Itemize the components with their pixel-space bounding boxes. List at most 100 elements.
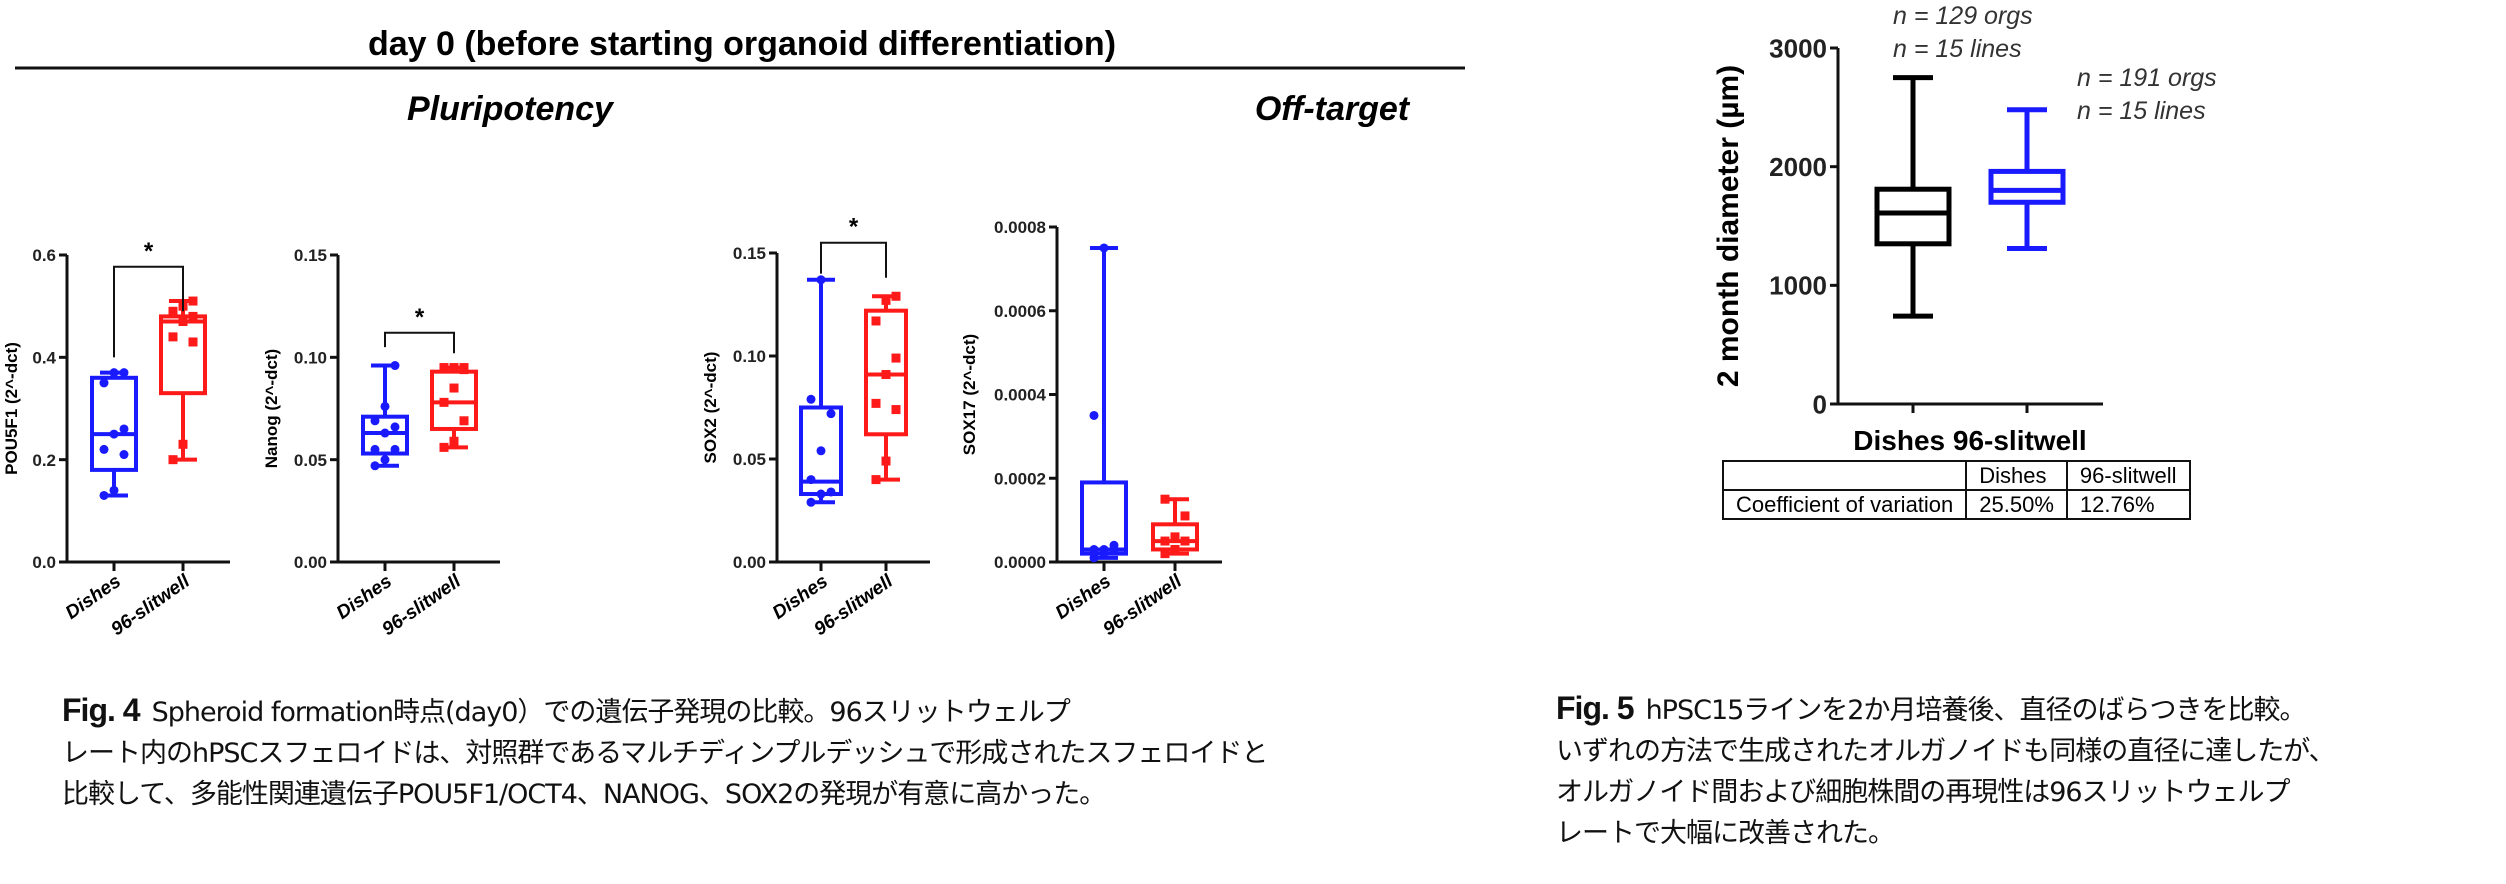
box-iqr xyxy=(1080,480,1128,556)
data-point xyxy=(99,490,109,500)
data-point xyxy=(449,363,459,373)
data-point xyxy=(380,455,390,465)
y-tick-label: 0.15 xyxy=(733,244,766,263)
caption-line: hPSC15ラインを2か月培養後、直径のばらつきを比較。 xyxy=(1645,695,2307,726)
caption-line: Spheroid formation時点(day0）での遺伝子発現の比較。96ス… xyxy=(151,697,1071,728)
cv-table-header: Dishes 96-slitwell xyxy=(1721,460,2191,491)
data-point xyxy=(390,422,400,432)
data-point xyxy=(168,455,178,465)
box-iqr xyxy=(361,414,409,456)
cv-header-dishes: Dishes xyxy=(1965,460,2068,491)
data-point xyxy=(109,429,119,439)
data-point xyxy=(826,487,836,497)
data-point xyxy=(816,446,826,456)
data-point xyxy=(1109,540,1119,550)
data-point xyxy=(439,397,449,407)
box-iqr xyxy=(90,375,138,472)
cv-dishes-value: 25.50% xyxy=(1965,489,2068,520)
data-point xyxy=(881,370,891,380)
data-point xyxy=(380,428,390,438)
data-point xyxy=(109,485,119,495)
y-axis-label: Nanog (2^-dct) xyxy=(262,349,281,468)
data-point xyxy=(390,361,400,371)
y-tick-label: 0.05 xyxy=(294,451,327,470)
data-point xyxy=(370,444,380,454)
data-point xyxy=(1089,410,1099,420)
data-point xyxy=(806,394,816,404)
cv-header-blank xyxy=(1721,460,1968,491)
data-point xyxy=(188,337,198,347)
data-point xyxy=(380,401,390,411)
significance-star: * xyxy=(144,238,154,265)
caption-line: 比較して、多能性関連遺伝子POU5F1/OCT4、NANOG、SOX2の発現が有… xyxy=(62,779,1106,810)
data-point xyxy=(119,368,129,378)
y-tick-label: 0.0002 xyxy=(994,469,1046,488)
cv-header-slitwell: 96-slitwell xyxy=(2065,460,2191,491)
data-point xyxy=(1170,544,1180,554)
caption-line: レートで大幅に改善された。 xyxy=(1556,818,1895,849)
data-point xyxy=(881,456,891,466)
caption-line: いずれの方法で生成されたオルガノイドも同様の直径に達したが、 xyxy=(1556,736,2336,767)
data-point xyxy=(168,306,178,316)
data-point xyxy=(1089,553,1099,563)
data-point xyxy=(891,291,901,301)
data-point xyxy=(459,416,469,426)
data-point xyxy=(178,439,188,449)
y-axis-label: 2 month diameter (µm) xyxy=(1712,65,1745,387)
y-tick-label: 0.0 xyxy=(32,553,56,572)
box-96-slitwell xyxy=(430,363,478,452)
data-point xyxy=(891,405,901,415)
caption-line: レート内のhPSCスフェロイドは、対照群であるマルチディンプルデッシュで形成され… xyxy=(62,738,1268,769)
y-tick-label: 0.15 xyxy=(294,246,327,265)
box-96-slitwell xyxy=(1151,494,1199,559)
data-point xyxy=(806,497,816,507)
data-point xyxy=(168,332,178,342)
box-iqr xyxy=(1988,168,2066,205)
y-tick-label: 0.4 xyxy=(32,348,56,367)
data-point xyxy=(439,442,449,452)
fig5-caption: Fig. 5 hPSC15ラインを2か月培養後、直径のばらつきを比較。 いずれの方… xyxy=(1556,688,2506,854)
data-point xyxy=(1180,511,1190,521)
n-annotation: n = 129 orgs xyxy=(1893,2,2033,30)
x-category-labels: Dishes 96-slitwell xyxy=(1853,425,2086,456)
section-pluripotency: Pluripotency xyxy=(407,90,615,128)
data-point xyxy=(1089,544,1099,554)
section-offtarget: Off-target xyxy=(1255,90,1411,128)
data-point xyxy=(871,475,881,485)
data-point xyxy=(806,475,816,485)
y-tick-label: 0.0004 xyxy=(994,386,1047,405)
data-point xyxy=(1180,536,1190,546)
y-tick-label: 0.00 xyxy=(294,553,327,572)
significance-bracket xyxy=(820,241,887,278)
data-point xyxy=(109,368,119,378)
data-point xyxy=(871,398,881,408)
box-iqr xyxy=(864,308,908,437)
x-category-label: Dishes xyxy=(62,571,125,624)
data-point xyxy=(370,461,380,471)
y-axis-label: SOX2 (2^-dct) xyxy=(701,352,720,464)
fig5-caption-label: Fig. 5 xyxy=(1556,690,1635,726)
data-point xyxy=(1160,549,1170,559)
box-dishes xyxy=(361,361,409,471)
box-dishes xyxy=(90,368,138,500)
x-category-label: Dishes xyxy=(1052,571,1115,624)
box-dishes xyxy=(799,275,843,507)
fig4-title: day 0 (before starting organoid differen… xyxy=(368,25,1116,63)
cv-row-label: Coefficient of variation xyxy=(1721,489,1968,520)
data-point xyxy=(1160,536,1170,546)
cv-table: Dishes 96-slitwell Coefficient of variat… xyxy=(1721,460,2191,520)
data-point xyxy=(1160,494,1170,504)
data-point xyxy=(119,424,129,434)
data-point xyxy=(891,353,901,363)
data-point xyxy=(188,311,198,321)
box-iqr xyxy=(159,314,207,396)
data-point xyxy=(1099,243,1109,253)
y-tick-label: 0.6 xyxy=(32,246,56,265)
y-tick-label: 0.0008 xyxy=(994,218,1046,237)
